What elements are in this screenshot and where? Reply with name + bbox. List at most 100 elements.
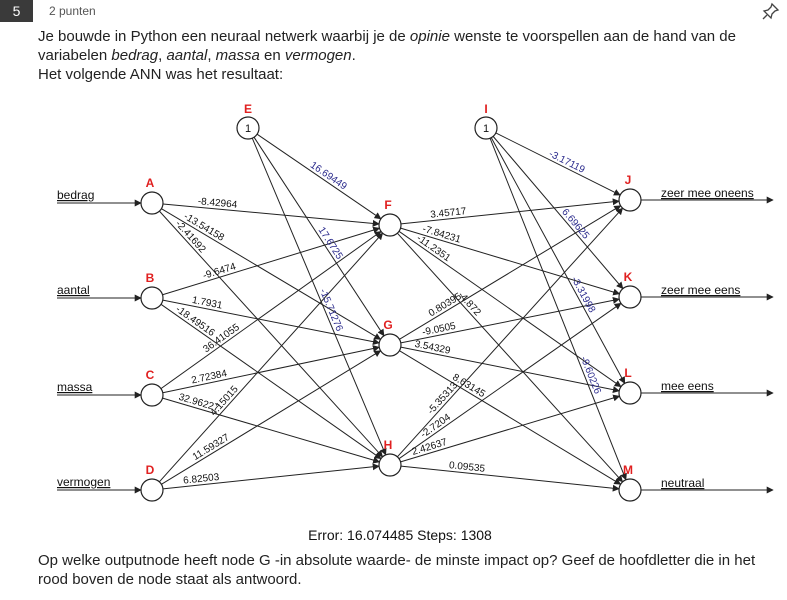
edge-b-f [162,226,381,296]
weight-f-j: 3.45717 [430,206,468,221]
weight-g-j: 0.80395 [427,291,464,319]
weight-h-k: -2.7204 [419,412,453,441]
edge-g-m [399,350,622,485]
node-h [378,453,402,477]
edge-c-h [162,397,381,464]
input-label-massa: massa [57,380,93,394]
output-label-2: zeer mee eens [661,283,740,297]
weight-e-f: 16.69449 [308,160,349,193]
sep: . [351,47,356,64]
node-a [140,191,164,215]
node-f [378,213,402,237]
edge-i-l [490,137,626,384]
node-letter-g: G [383,318,392,332]
edge-h-l [400,394,621,463]
output-label-3: mee eens [661,379,714,393]
node-k [618,285,642,309]
edge-e-g [253,136,385,337]
edge-a-f [162,203,380,227]
question-number: 5 [0,0,33,22]
weight-e-h: -15.71276 [317,287,345,333]
node-m [618,478,642,502]
intro-text: Je bouwde in Python een neuraal netwerk … [38,28,410,45]
node-c [140,383,164,407]
edge-f-j [400,198,620,225]
edge-c-f [160,230,382,390]
node-l [618,381,642,405]
edge-d-f [158,232,384,483]
prompt-text: Op welke outputnode heeft node G -in abs… [38,552,756,588]
sep: , [158,47,167,64]
node-g [378,333,402,357]
question-intro: Je bouwde in Python een neuraal netwerk … [38,27,778,65]
edge-h-m [400,465,620,492]
sep: , [207,47,216,64]
output-label-4: neutraal [661,476,704,490]
weight-e-g: 17.6725 [316,225,345,262]
node-letter-c: C [146,368,155,382]
node-letter-i: I [484,102,487,116]
var-bedrag: bedrag [111,47,159,64]
intro-text-2: wenste te voorspellen aan de hand van de… [38,28,736,64]
node-j [618,188,642,212]
edge-b-g [162,299,380,346]
edge-g-l [400,346,620,394]
weight-i-j: -3.17119 [547,149,587,176]
neural-network-diagram: bedrag aantal massa vermogen zeer mee oneens… [57,102,774,543]
var-vermogen: vermogen [284,47,352,64]
node-letter-f: F [384,198,391,212]
weight-h-m: 0.09535 [448,460,486,475]
node-letter-a: A [146,176,155,190]
node-letter-b: B [146,271,155,285]
sep: en [259,47,285,64]
edge-i-j [495,132,621,196]
pin-icon[interactable] [762,2,780,20]
question-prompt: Op welke outputnode heeft node G -in abs… [38,551,778,589]
node-b [140,286,164,310]
output-label-1: zeer mee oneens [661,186,754,200]
node-e [236,116,260,140]
edge-e-h [251,137,387,456]
var-opinie: opinie [409,28,450,45]
weight-c-g: 2.72384 [190,368,228,386]
input-label-vermogen: vermogen [57,475,110,489]
weight-i-k: 6.69625 [559,207,591,242]
weight-i-m: -9.60226 [578,355,603,396]
edge-b-h [160,303,382,460]
bias-value: 1 [245,123,251,135]
question-text: Je bouwde in Python een neuraal netwerk … [38,27,778,84]
input-label-bedrag: bedrag [57,188,94,202]
edge-e-f [256,133,382,220]
edge-f-l [398,230,622,388]
result-line: Het volgende ANN was het resultaat: [38,66,284,83]
edge-h-k [398,302,622,460]
weight-h-j: -5.35313 [426,380,461,417]
edge-i-k [492,136,624,290]
weight-g-l: 3.54329 [414,339,452,357]
node-letter-h: H [384,438,393,452]
node-letter-l: L [624,366,631,380]
weight-h-l: 2.42637 [411,437,449,458]
node-letter-d: D [146,463,155,477]
edge-a-g [161,208,382,340]
node-d [140,478,164,502]
node-i [474,116,498,140]
edge-a-h [159,210,384,458]
var-aantal: aantal [166,47,208,64]
node-letter-e: E [244,102,252,116]
weight-a-f: -8.42964 [197,196,238,211]
weight-d-g: 11.59327 [191,432,232,463]
node-letter-m: M [623,463,633,477]
edge-g-j [399,205,622,340]
node-letter-j: J [625,173,632,187]
edge-d-g [161,350,382,485]
weight-i-l: -3.31998 [569,275,598,315]
question-points: 2 punten [49,4,96,18]
edge-h-j [397,207,624,458]
input-label-aantal: aantal [57,283,90,297]
node-letter-k: K [624,270,633,284]
weight-d-h: 6.82503 [183,472,221,487]
error-steps-summary: Error: 16.074485 Steps: 1308 [308,527,492,543]
edge-d-h [162,463,380,490]
bias-value: 1 [483,123,489,135]
